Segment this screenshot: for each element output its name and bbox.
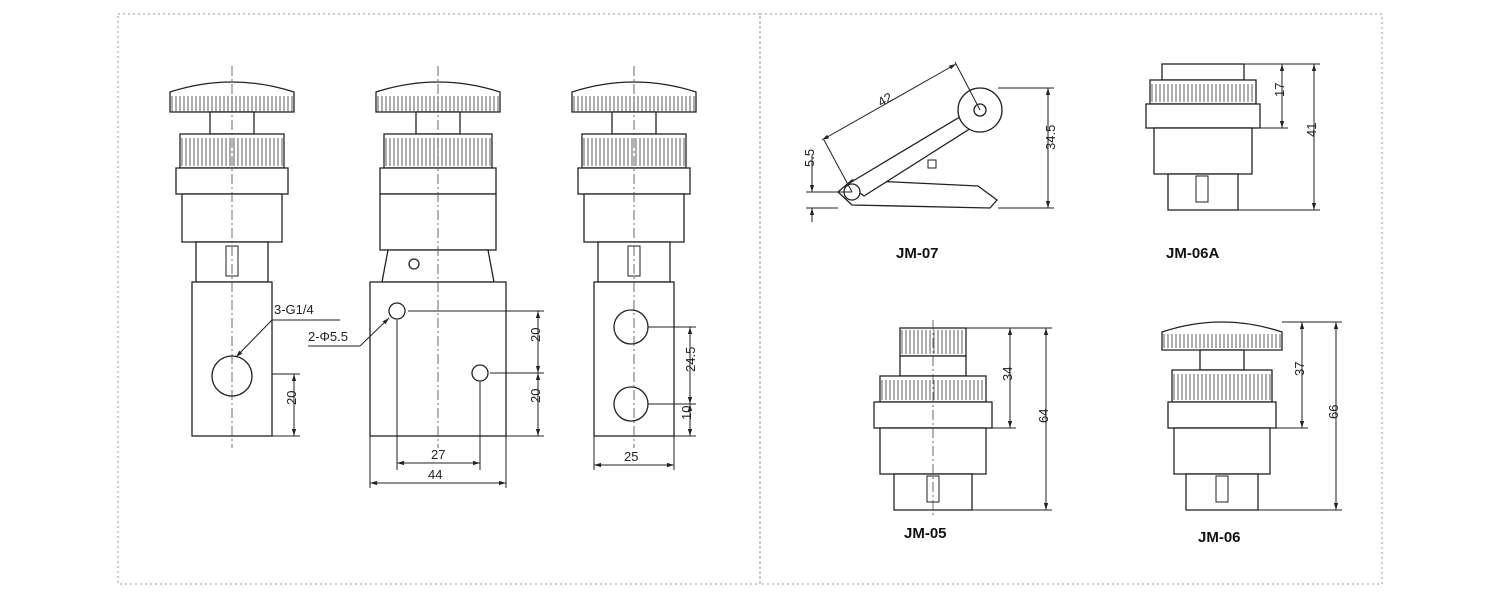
- knurl-hatching: [171, 84, 1281, 400]
- jm06a-flush-button: [1145, 63, 1261, 211]
- dim-jm05-64: 64: [1036, 409, 1051, 423]
- jm06-dimensions: 37 66: [1258, 321, 1342, 511]
- jm06-mushroom-button: [1161, 321, 1283, 511]
- dim-rear-25: 25: [624, 449, 638, 464]
- dim-rear-10: 10: [679, 406, 694, 420]
- dim-front-44: 44: [428, 467, 442, 482]
- jm05-knurled-button: [873, 320, 993, 515]
- jm06a-dimensions: 17 41: [1238, 63, 1320, 211]
- dim-front-27: 27: [431, 447, 445, 462]
- dim-side-20: 20: [284, 391, 299, 405]
- dim-jm06-66: 66: [1326, 405, 1341, 419]
- dim-jm06a-41: 41: [1304, 123, 1319, 137]
- model-label-jm05: JM-05: [904, 525, 947, 542]
- valve-rear-view: [571, 66, 697, 448]
- dim-jm06-37: 37: [1292, 362, 1307, 376]
- dim-rear-24-5: 24.5: [683, 347, 698, 372]
- left-panel-dimensions: 3-G1/4 2-Φ5.5 20 20 20 27 44 24.5 10: [235, 302, 698, 488]
- dim-jm07-34-5: 34.5: [1043, 125, 1058, 150]
- dim-jm07-42: 42: [875, 89, 895, 109]
- right-panel-border: [759, 13, 1383, 585]
- label-port-thread: 3-G1/4: [274, 302, 314, 317]
- label-mount-hole: 2-Φ5.5: [308, 329, 348, 344]
- dim-jm06a-17: 17: [1272, 83, 1287, 97]
- model-label-jm06a: JM-06A: [1166, 245, 1220, 262]
- jm05-dimensions: 34 64: [966, 327, 1052, 511]
- dim-front-20-top: 20: [528, 328, 543, 342]
- dim-jm05-34: 34: [1000, 367, 1015, 381]
- jm07-dimensions: 42 5.5 34.5: [802, 61, 1058, 222]
- left-panel-border: [117, 13, 761, 585]
- dim-jm07-5-5: 5.5: [802, 149, 817, 167]
- model-label-jm07: JM-07: [896, 245, 939, 262]
- model-label-jm06: JM-06: [1198, 529, 1241, 546]
- valve-side-view: [169, 66, 295, 448]
- dim-front-20-bottom: 20: [528, 389, 543, 403]
- valve-front-view: [369, 66, 507, 448]
